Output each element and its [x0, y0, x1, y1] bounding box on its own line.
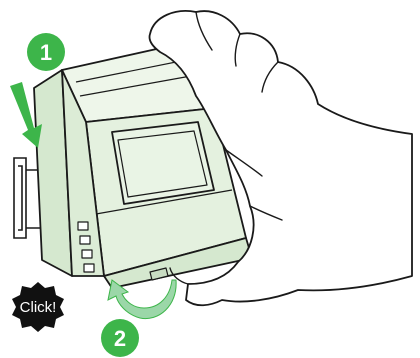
- click-starburst: Click!: [12, 282, 64, 332]
- click-label: Click!: [20, 299, 57, 316]
- curved-arrow-icon: [107, 279, 177, 320]
- step-2-badge: [101, 319, 139, 357]
- hand-illustration: [148, 10, 413, 307]
- starburst-icon: [12, 282, 64, 332]
- step-2-marker: 2: [101, 279, 177, 357]
- step-1-badge: [27, 33, 65, 71]
- step-1-marker: 1: [10, 33, 65, 148]
- step-2-number: 2: [114, 326, 126, 351]
- energy-meter-device: [33, 41, 253, 289]
- down-arrow-icon: [10, 82, 42, 148]
- step-1-number: 1: [40, 40, 52, 65]
